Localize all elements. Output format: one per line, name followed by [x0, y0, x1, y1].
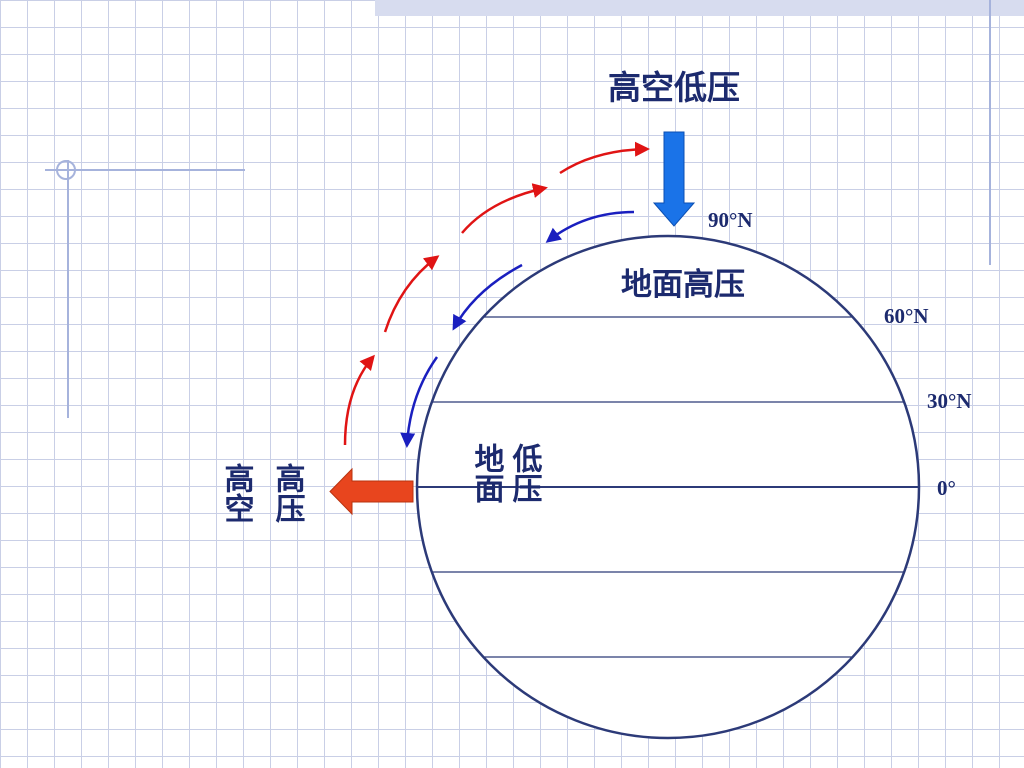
upper-arrow-2 [383, 255, 440, 333]
label-lat-0: 0° [937, 476, 956, 500]
upper-arrow-1 [343, 354, 375, 446]
surface-flow-arrows [400, 210, 635, 448]
label-equator-altitude-col1: 高压 [270, 463, 306, 524]
surface-arrow-1 [545, 210, 635, 243]
label-lat-30: 30°N [927, 389, 972, 413]
label-top-high-altitude: 高空低压 [608, 68, 740, 107]
label-surface-pole: 地面高压 [621, 267, 745, 303]
surface-arrow-3 [400, 356, 439, 448]
label-equator-altitude-col2: 高空 [219, 463, 254, 523]
label-equator-surface-col2: 地面 [469, 443, 505, 503]
downward-arrow [652, 131, 696, 227]
label-lat-90: 90°N [708, 208, 753, 232]
label-lat-60: 60°N [884, 304, 929, 328]
earth [415, 234, 921, 740]
upper-arrow-4 [559, 141, 650, 175]
left-decor-circle [56, 160, 76, 180]
upper-arrow-3 [461, 183, 548, 234]
label-equator-surface-col1: 低压 [507, 443, 544, 504]
leftward-arrow [329, 467, 414, 516]
upper-flow-arrows [343, 141, 650, 446]
top-decor-bar [375, 0, 1024, 16]
surface-arrow-2 [452, 263, 523, 331]
